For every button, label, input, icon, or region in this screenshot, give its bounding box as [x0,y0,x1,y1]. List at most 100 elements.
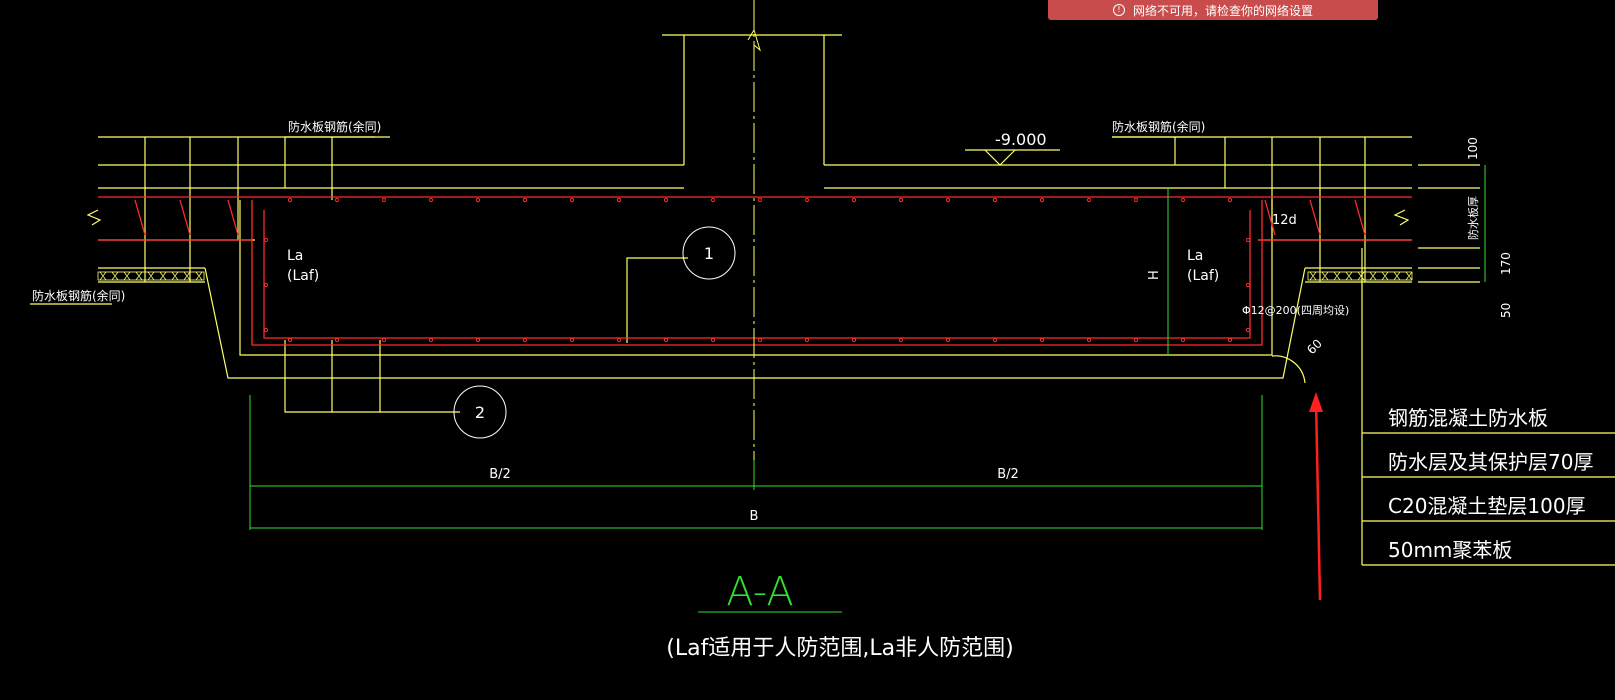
break-right [1393,209,1410,226]
info-icon: ! [1112,4,1125,16]
hatch-left [97,271,205,281]
height-label: H [1147,270,1162,280]
rebar-section-dot [263,327,269,333]
hook-length-label: 12d [1272,213,1297,228]
elevation-label: -9.000 [995,130,1047,149]
rebar-section-dot [1245,237,1251,243]
rebar-section-dot [428,337,434,343]
rebar-section-dot [851,337,857,343]
rebar-section-dot [757,197,763,203]
dim-170-label: 170 [1499,252,1513,275]
rebar-section-dot [475,337,481,343]
rebar-section-dot [381,337,387,343]
la-left: La [287,248,303,264]
pit-inner-outline [239,200,1273,356]
rebar-section-dot [263,282,269,288]
layer-table-row-1: 钢筋混凝土防水板 [1388,406,1548,430]
rebar-section-dot [569,337,575,343]
half-b-left-label: B/2 [489,467,511,482]
rebar-section-dot [381,197,387,203]
rebar-section-dot [1086,197,1092,203]
angle-arc [1271,355,1306,384]
rebar-section-dot [1245,282,1251,288]
callout-circle-1 [682,226,736,280]
half-b-right-label: B/2 [997,467,1019,482]
stirrup-label: Φ12@200(四周均设) [1242,304,1349,317]
rebar-section-dot [1039,337,1045,343]
laf-right: (Laf) [1187,268,1219,284]
pit-inner-rebar [263,210,1251,339]
leader-1 [626,257,688,343]
rebar-note-left-side: 防水板钢筋(余同) [32,288,125,303]
rebar-section-dot [898,197,904,203]
rebar-section-dot [898,337,904,343]
rebar-section-dot [710,337,716,343]
section-note: (Laf适用于人防范围,La非人防范围) [666,636,1013,661]
rebar-section-dot [663,337,669,343]
rebar-section-dot [287,197,293,203]
rebar-section-dot [757,337,763,343]
layer-table-row-2: 防水层及其保护层70厚 [1388,450,1593,474]
rebar-section-dot [1180,197,1186,203]
toast-message: 网络不可用，请检查你的网络设置 [1132,3,1313,18]
break-top [747,28,761,52]
section-title: A-A [726,569,793,615]
pit-outer-outline [204,267,1306,379]
dim-100-label: 100 [1466,137,1480,160]
rebar-section-dot [945,337,951,343]
rebar-section-dot [334,197,340,203]
rebar-section-dot [851,197,857,203]
dimension-lines [249,165,1486,613]
leader-2 [284,340,460,413]
rebar-section-dot [992,197,998,203]
rebar-section-dot [616,197,622,203]
rebar-section-dot [1039,197,1045,203]
rebar-section-dot [663,197,669,203]
rebar-section-dot [475,197,481,203]
network-error-toast[interactable]: ! 网络不可用，请检查你的网络设置 [1048,0,1378,20]
rebar-section-dot [1133,197,1139,203]
rebar-section-dot [804,197,810,203]
rebar-note-right-top: 防水板钢筋(余同) [1112,119,1205,134]
layer-table-row-4: 50mm聚苯板 [1388,538,1512,562]
rebar-section-dot [1245,327,1251,333]
red-arrow-icon [1309,392,1323,601]
rebar-section-dot [992,337,998,343]
rebar-section-dot [263,237,269,243]
rebar-section-dot [804,337,810,343]
rebar-section-dot [945,197,951,203]
laf-left: (Laf) [287,268,319,284]
rebar-lines [98,196,1412,346]
rebar-section-dot [1227,337,1233,343]
rebar-section-dot [710,197,716,203]
callout-circle-2 [453,385,507,439]
pit-rebar [251,200,1263,346]
dim-thickness-label: 防水板厚 [1466,196,1480,240]
rebar-dots [263,197,1251,343]
rebar-section-dot [616,337,622,343]
rebar-section-dot [334,337,340,343]
hook-bars [134,199,1366,236]
rebar-section-dot [522,337,528,343]
layer-table-row-3: C20混凝土垫层100厚 [1388,494,1586,518]
dim-50-label: 50 [1499,303,1513,318]
rebar-section-dot [1227,197,1233,203]
full-b-label: B [750,509,759,524]
hatch-right [1307,271,1413,281]
rebar-section-dot [1086,337,1092,343]
insulation-hatch [97,271,1413,281]
break-left [86,209,102,226]
rebar-section-dot [522,197,528,203]
rebar-section-dot [1180,337,1186,343]
rebar-note-left-top: 防水板钢筋(余同) [288,119,381,134]
la-right: La [1187,248,1203,264]
angle-label: 60 [1304,336,1325,357]
elevation-marker-icon [984,149,1016,166]
callout-2-label: 2 [475,403,485,422]
rebar-section-dot [1133,337,1139,343]
callout-1-label: 1 [704,244,714,263]
rebar-section-dot [569,197,575,203]
rebar-section-dot [287,337,293,343]
rebar-section-dot [428,197,434,203]
